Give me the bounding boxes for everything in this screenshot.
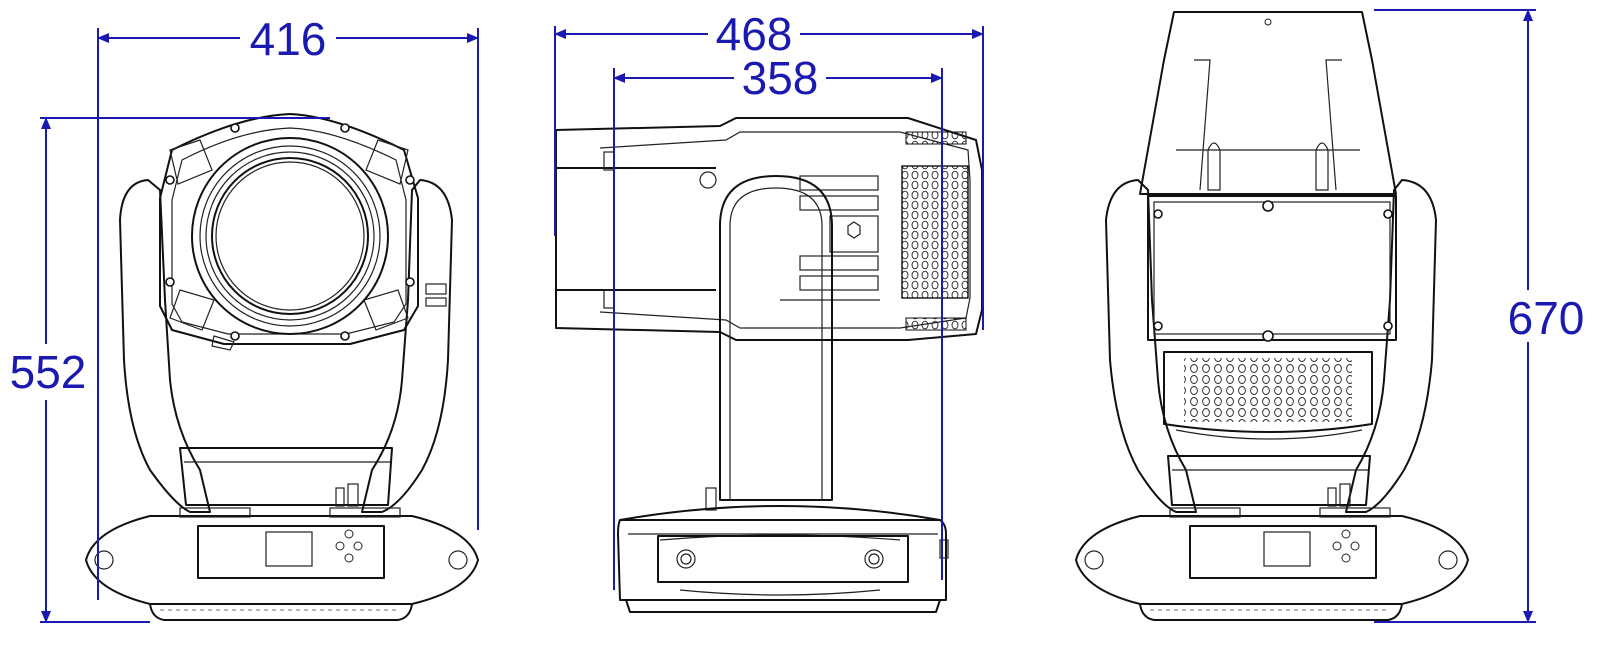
dimension-front-width: 416 xyxy=(97,13,479,600)
front-view xyxy=(85,113,479,621)
dimension-back-height: 670 xyxy=(1374,8,1585,623)
dimension-label-468: 468 xyxy=(716,8,793,60)
dimension-label-552: 552 xyxy=(10,346,87,398)
dimension-label-670: 670 xyxy=(1508,292,1585,344)
dimension-front-height: 552 xyxy=(10,117,330,623)
dimension-side-overall: 468 xyxy=(554,8,984,330)
back-view xyxy=(1075,11,1469,621)
dimension-label-416: 416 xyxy=(250,13,327,65)
side-view xyxy=(555,117,983,613)
dimension-label-358: 358 xyxy=(742,52,819,104)
dimension-side-inner: 358 xyxy=(613,52,943,590)
